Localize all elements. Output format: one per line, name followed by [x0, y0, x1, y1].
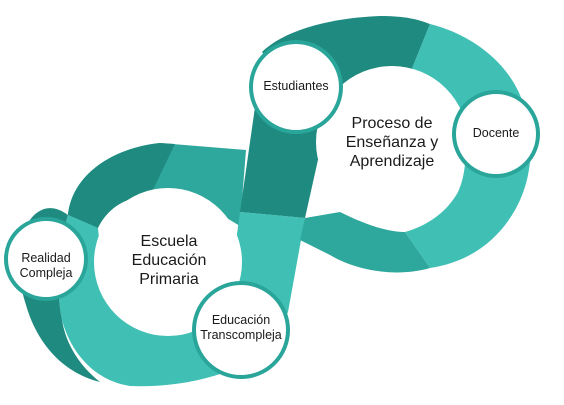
node-educacion-label: Educación Transcompleja — [186, 313, 296, 343]
node-realidad-label: Realidad Compleja — [6, 251, 86, 281]
node-docente-circle — [452, 90, 540, 178]
node-realidad-line2: Compleja — [19, 266, 73, 280]
hub-right-line1: Proceso de — [351, 115, 433, 132]
hub-left-line2: Educación — [131, 252, 207, 270]
node-estudiantes-circle — [249, 40, 343, 134]
node-educacion-circle — [192, 281, 290, 379]
band-left-top-dark — [68, 143, 175, 228]
node-realidad-circle — [4, 217, 88, 301]
hub-right-line2: Enseñanza y — [345, 134, 439, 152]
node-educacion-line1: Educación — [211, 313, 271, 327]
band-right-bottom — [300, 212, 430, 273]
hub-right-line3: Aprendizaje — [349, 153, 435, 171]
node-realidad-line1: Realidad — [21, 251, 71, 265]
node-estudiantes-label: Estudiantes — [263, 79, 329, 93]
hub-left-line1: Escuela — [140, 233, 198, 250]
hub-left-line3: Primaria — [139, 271, 199, 289]
hub-right-label: Proceso de Enseñanza y Aprendizaje — [320, 114, 464, 172]
hub-right-circle — [316, 66, 468, 218]
node-educacion-line2: Transcompleja — [200, 328, 282, 342]
node-docente-label: Docente — [472, 126, 520, 140]
hub-left-label: Escuela Educación Primaria — [102, 232, 236, 290]
